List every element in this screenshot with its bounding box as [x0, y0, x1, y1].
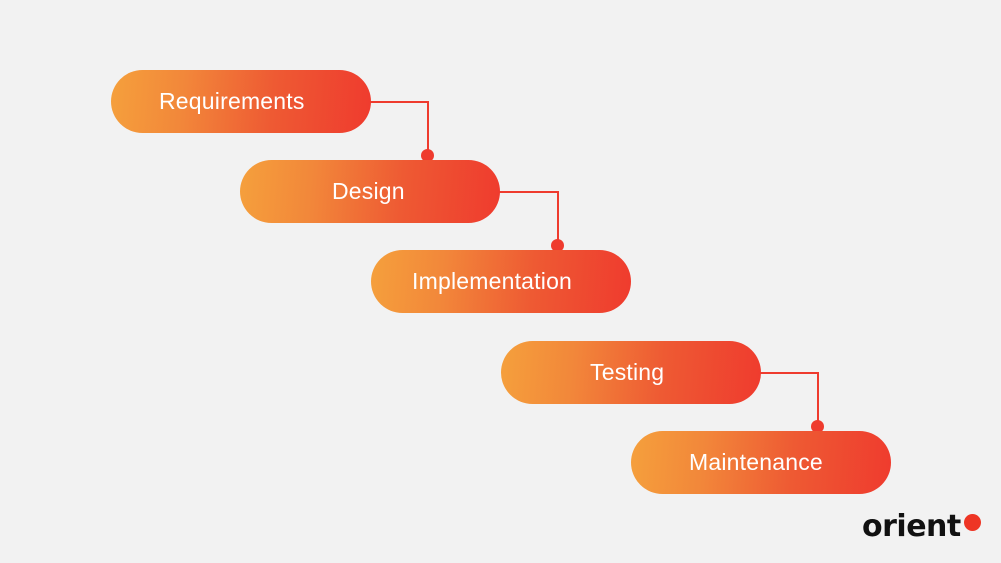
stage-design[interactable]: Design — [240, 160, 500, 223]
brand-logo-wordmark: orient — [862, 509, 961, 544]
connector-horizontal-segment — [368, 101, 429, 103]
brand-logo: orient — [862, 512, 981, 542]
connector-endpoint-dot-icon — [421, 149, 434, 162]
stage-maintenance[interactable]: Maintenance — [631, 431, 891, 494]
stage-label-design: Design — [332, 178, 405, 204]
connector-horizontal-segment — [497, 191, 559, 193]
connector-endpoint-dot-icon — [551, 239, 564, 252]
stage-implementation[interactable]: Implementation — [371, 250, 631, 313]
stage-requirements[interactable]: Requirements — [111, 70, 371, 133]
connector-vertical-segment — [427, 101, 429, 159]
connector-vertical-segment — [557, 191, 559, 249]
stage-label-testing: Testing — [590, 359, 665, 385]
stage-testing[interactable]: Testing — [501, 341, 761, 404]
brand-logo-dot-icon — [963, 513, 981, 531]
stage-label-maintenance: Maintenance — [689, 449, 823, 475]
stage-label-requirements: Requirements — [159, 88, 305, 114]
connector-endpoint-dot-icon — [811, 420, 824, 433]
stage-label-implementation: Implementation — [412, 268, 573, 294]
connector-horizontal-segment — [758, 372, 819, 374]
connector-vertical-segment — [817, 372, 819, 430]
